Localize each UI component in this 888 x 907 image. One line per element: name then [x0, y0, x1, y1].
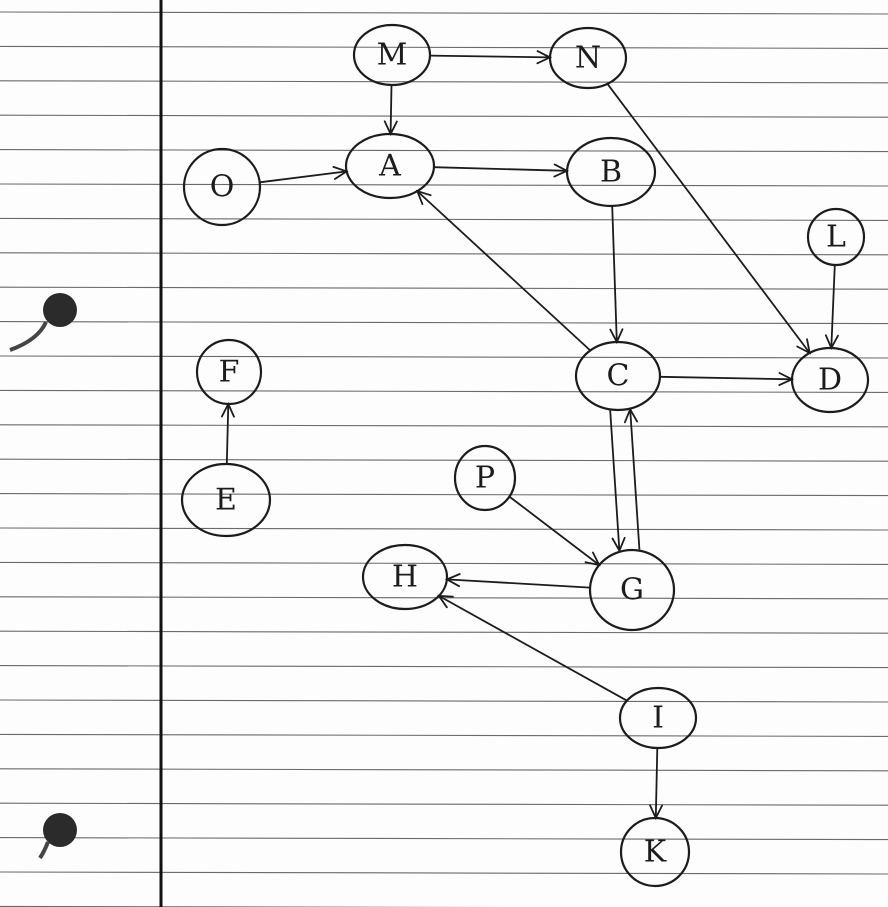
- ruled-line: [0, 80, 888, 84]
- node-g: G: [588, 548, 676, 632]
- node-label: L: [826, 220, 846, 255]
- edge-c-to-a: [415, 189, 591, 352]
- node-label: H: [392, 560, 418, 595]
- node-k: K: [619, 816, 691, 888]
- node-label: O: [210, 170, 235, 205]
- edge-m-to-n: [429, 50, 553, 65]
- ruled-line: [0, 493, 888, 497]
- node-label: I: [652, 701, 664, 736]
- ruled-line: [0, 355, 888, 359]
- ruled-line: [0, 665, 888, 669]
- ruled-line: [0, 802, 888, 806]
- edge-g-to-h: [444, 573, 591, 589]
- node-f: F: [195, 338, 263, 406]
- node-label: K: [644, 835, 667, 870]
- edge-b-to-c: [609, 205, 624, 345]
- edge-o-to-a: [259, 166, 349, 184]
- ruled-line: [0, 458, 888, 462]
- binder-hole-bottom: [38, 813, 77, 860]
- node-b: B: [565, 136, 657, 208]
- edge-p-to-g: [508, 495, 601, 567]
- node-p: P: [453, 444, 517, 512]
- node-m: M: [352, 23, 432, 87]
- node-circle: [352, 23, 432, 87]
- ruled-line: [0, 149, 888, 153]
- node-circle: [790, 346, 870, 414]
- ruled-line: [0, 630, 888, 634]
- node-label: A: [378, 149, 401, 184]
- ruled-line: [0, 871, 888, 875]
- edge-n-to-d: [606, 83, 811, 355]
- ruled-line: [0, 733, 888, 737]
- node-circle: [618, 686, 698, 750]
- ruled-line: [0, 11, 888, 15]
- ruled-line: [0, 286, 888, 290]
- ruled-line: [0, 183, 888, 187]
- node-circle: [453, 444, 517, 512]
- node-circle: [180, 462, 272, 538]
- node-circle: [548, 26, 628, 90]
- ruled-line: [0, 424, 888, 428]
- ruled-line: [0, 114, 888, 118]
- ruled-lines: [0, 11, 888, 907]
- edge-i-to-k: [649, 747, 663, 821]
- edge-m-to-a: [383, 84, 398, 137]
- node-label: F: [219, 355, 240, 390]
- binder-hole-top: [9, 293, 77, 352]
- node-e: E: [180, 462, 272, 538]
- node-label: P: [475, 461, 495, 496]
- node-label: D: [818, 363, 842, 398]
- node-circle: [619, 816, 691, 888]
- node-circle: [344, 132, 436, 200]
- node-h: H: [361, 543, 449, 611]
- edge-layer: [221, 50, 839, 821]
- ruled-line: [0, 45, 888, 49]
- node-layer: M N A B O L C D F E P H G I K: [180, 23, 870, 888]
- node-d: D: [790, 346, 870, 414]
- node-label: E: [215, 483, 237, 518]
- ruled-line: [0, 252, 888, 256]
- node-a: A: [344, 132, 436, 200]
- node-label: B: [600, 155, 622, 190]
- node-label: C: [607, 359, 630, 394]
- node-circle: [182, 147, 262, 227]
- node-c: C: [574, 340, 662, 412]
- node-label: G: [620, 573, 644, 608]
- node-circle: [361, 543, 449, 611]
- node-circle: [574, 340, 662, 412]
- ruled-line: [0, 321, 888, 325]
- node-circle: [195, 338, 263, 406]
- ruled-line: [0, 768, 888, 772]
- edge-a-to-b: [433, 163, 570, 178]
- node-circle: [806, 207, 866, 267]
- edge-e-to-f: [221, 401, 235, 465]
- ruled-line: [0, 527, 888, 531]
- node-l: L: [806, 207, 866, 267]
- node-label: N: [575, 41, 601, 76]
- edge-g-to-c: [624, 407, 641, 550]
- node-circle: [565, 136, 657, 208]
- node-o: O: [182, 147, 262, 227]
- edge-c-to-d: [659, 372, 795, 386]
- ruled-line: [0, 217, 888, 221]
- node-label: M: [377, 38, 408, 73]
- edge-l-to-d: [824, 264, 839, 351]
- node-n: N: [548, 26, 628, 90]
- node-i: I: [618, 686, 698, 750]
- node-circle: [588, 548, 676, 632]
- ruled-line: [0, 837, 888, 841]
- ruled-line: [0, 389, 888, 393]
- ruled-line: [0, 699, 888, 703]
- edge-i-to-h: [437, 594, 628, 702]
